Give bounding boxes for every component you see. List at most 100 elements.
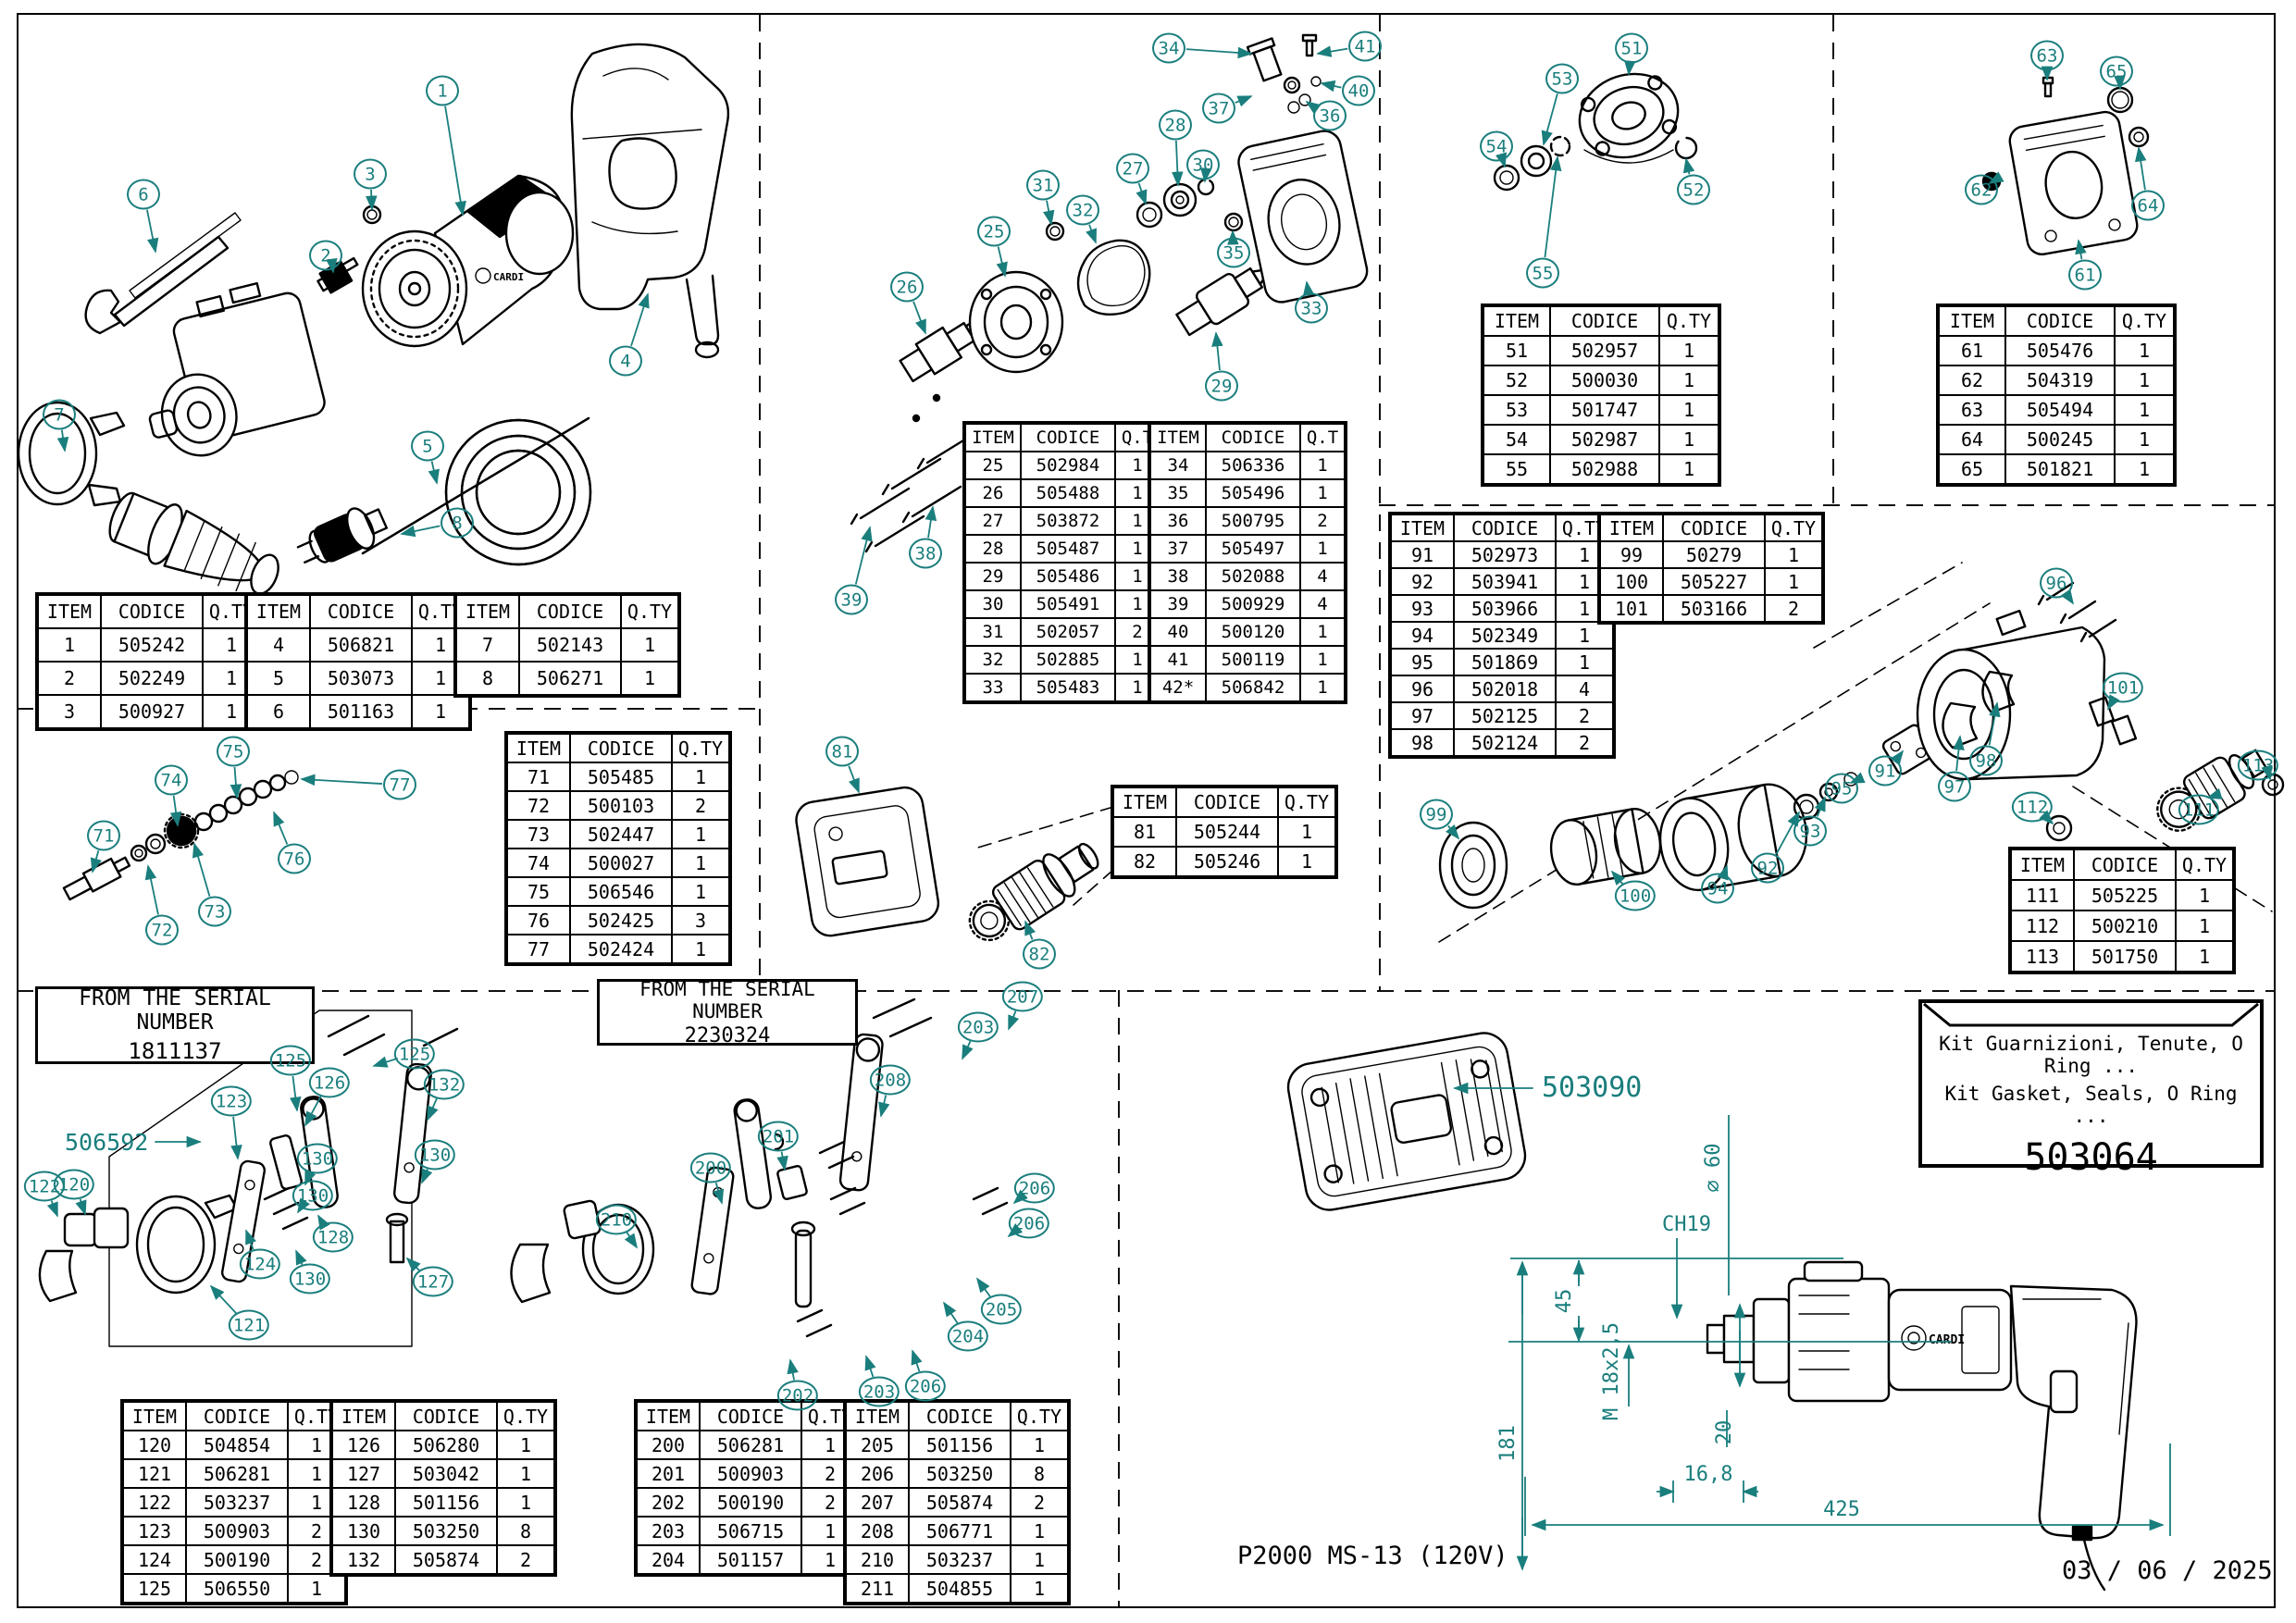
table-cell: 2: [1764, 594, 1824, 624]
table-cell: 93: [1389, 594, 1455, 623]
leader-line-100: [1610, 870, 1626, 886]
drawing-main-assembly: CARDI: [17, 43, 730, 595]
table-cell: 1: [1277, 846, 1337, 878]
leader-line-82: [1024, 920, 1036, 940]
table-cell: 7: [454, 627, 520, 663]
callout-bubble-98: 98: [1969, 745, 2003, 776]
table-cell: 1: [671, 819, 731, 849]
callout-bubble-76: 76: [278, 843, 311, 874]
callout-bubble-26: 26: [890, 271, 924, 303]
leader-line-92: [1775, 811, 1800, 855]
table-cell: 1: [411, 694, 471, 730]
dim-20: 20: [1713, 1420, 1736, 1445]
table-cell: 502349: [1453, 621, 1557, 650]
table-cell: 206: [844, 1458, 910, 1489]
table-cell: 502425: [569, 905, 673, 935]
table-header-cell: CODICE: [1549, 304, 1660, 337]
table-header-cell: ITEM: [1389, 513, 1455, 542]
table-cell: 500210: [2073, 910, 2177, 942]
table-cell: 506271: [518, 661, 622, 697]
table-cell: 35: [1148, 478, 1207, 508]
callout-bubble-126: 126: [308, 1067, 351, 1098]
leader-line-124: [245, 1229, 256, 1250]
table-cell: 51: [1482, 335, 1551, 366]
table-cell: 75: [505, 876, 571, 907]
leader-line-1: [444, 105, 466, 217]
callout-bubble-130: 130: [289, 1263, 331, 1295]
leader-line-28: [1172, 140, 1184, 187]
table-cell: 113: [2009, 940, 2075, 973]
table-cell: 71: [505, 762, 571, 792]
leader-line-76: [273, 811, 289, 845]
callout-bubble-30: 30: [1186, 149, 1220, 180]
table-header-cell: Q.TY: [620, 593, 680, 629]
table-cell: 3: [36, 694, 102, 730]
table-cell: 62: [1937, 365, 2006, 396]
table-header-cell: CODICE: [1453, 513, 1557, 542]
callout-bubble-97: 97: [1938, 771, 1971, 802]
callout-bubble-96: 96: [2040, 567, 2073, 599]
drawing-flange-assembly-51: [1493, 72, 1698, 192]
table-cell: 500120: [1205, 617, 1301, 647]
brand-logo-drill: CARDI: [1929, 1333, 1965, 1347]
leader-line-51: [1623, 60, 1636, 76]
table-cell: 501157: [699, 1544, 802, 1576]
table-header-cell: ITEM: [36, 593, 102, 629]
callout-bubble-73: 73: [198, 896, 231, 927]
table-cell: 1: [1658, 424, 1720, 455]
table-cell: 501163: [309, 694, 413, 730]
table-header-cell: Q.TY: [1277, 786, 1337, 818]
table-cell: 505874: [394, 1544, 498, 1576]
table-cell: 112: [2009, 910, 2075, 942]
callout-bubble-205: 205: [980, 1294, 1023, 1325]
table-cell: 200: [635, 1430, 701, 1460]
table-cell: 1: [1764, 567, 1824, 596]
kit-label-it: Kit Guarnizioni, Tenute, O Ring ...: [1939, 1033, 2243, 1077]
table-cell: 1: [1658, 453, 1720, 486]
table-cell: 98: [1389, 728, 1455, 758]
callout-bubble-72: 72: [145, 914, 179, 946]
table-header-cell: Q.TY: [1764, 513, 1824, 542]
table-cell: 124: [121, 1544, 187, 1575]
serial-number-box-1: FROM THE SERIAL NUMBER 1811137: [35, 986, 315, 1064]
leader-line-55: [1544, 155, 1562, 258]
table-cell: 2: [36, 661, 102, 696]
table-cell: 506546: [569, 876, 673, 907]
leader-line-99: [1445, 824, 1460, 840]
callout-bubble-7: 7: [43, 399, 76, 430]
callout-bubble-55: 55: [1526, 257, 1559, 289]
callout-bubble-62: 62: [1965, 174, 1998, 205]
table-cell: 52: [1482, 365, 1551, 396]
drawing-drill-side-view: CARDI: [1706, 1260, 2138, 1592]
callout-bubble-92: 92: [1751, 852, 1784, 884]
table-header-cell: CODICE: [2073, 848, 2177, 881]
dim-45: 45: [1553, 1289, 1576, 1314]
table-cell: 501156: [394, 1487, 498, 1518]
serial-box-number: 1811137: [128, 1038, 222, 1064]
leader-line-77: [300, 774, 383, 787]
callout-bubble-128: 128: [312, 1221, 354, 1253]
table-cell: 500027: [569, 848, 673, 878]
panel-divider: [17, 990, 2276, 992]
table-header-cell: ITEM: [1937, 304, 2006, 337]
table-cell: 506715: [699, 1516, 802, 1546]
table-header-cell: ITEM: [454, 593, 520, 629]
leader-line-8: [400, 525, 441, 538]
leader-line-4: [630, 292, 650, 347]
table-cell: 505246: [1175, 846, 1279, 878]
table-cell: 201: [635, 1458, 701, 1489]
table-cell: 91: [1389, 540, 1455, 569]
callout-bubble-35: 35: [1217, 237, 1250, 268]
callout-bubble-1: 1: [426, 75, 459, 106]
table-cell: 211: [844, 1573, 910, 1604]
